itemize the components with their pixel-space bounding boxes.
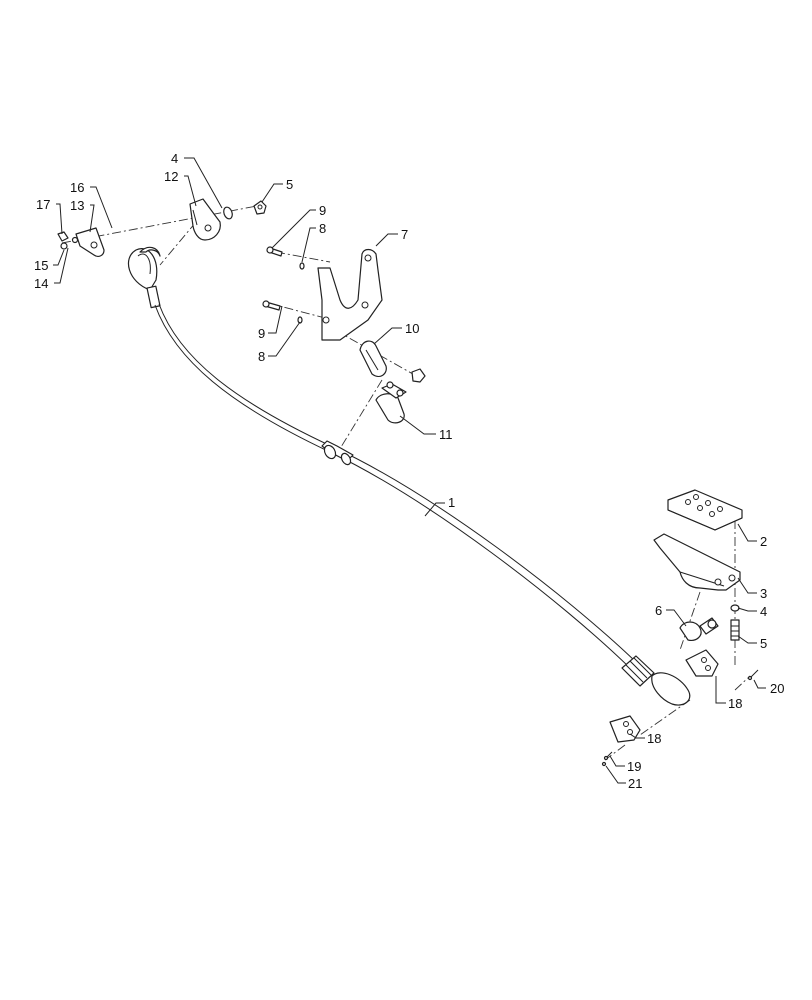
callout-5-upper: 5 [286,177,293,192]
part-6-swivel [679,617,719,641]
part-20-pin [747,669,759,681]
callout-18-upper: 18 [728,696,742,711]
part-17-nut [57,231,69,242]
part-21-pin [601,761,607,767]
part-2-plate [667,489,743,531]
callout-4-upper: 4 [171,151,178,166]
callout-10: 10 [405,321,419,336]
callout-21: 21 [628,776,642,791]
callout-14: 14 [34,276,48,291]
part-18-plate-upper [685,649,719,677]
callout-20: 20 [770,681,784,696]
part-10-link [359,340,387,378]
callout-8-lower: 8 [258,349,265,364]
cable-threaded-end [621,655,691,706]
part-11-shackle [375,381,407,424]
part-3-bracket [653,533,741,591]
part-9-bolt-lower [262,300,281,311]
callout-16: 16 [70,180,84,195]
part-12-bracket [189,198,221,241]
callout-5-lower: 5 [760,636,767,651]
part-8-washer-upper [299,262,305,270]
part-8-washer-lower [297,316,303,324]
callout-9-upper: 9 [319,203,326,218]
assembly-lines [61,204,751,761]
callout-4-lower: 4 [760,604,767,619]
part-16-pin [71,236,79,244]
part-1-cable [127,246,691,706]
part-9-bolt-upper [266,246,283,257]
callout-3: 3 [760,586,767,601]
part-4-washer-lower [730,604,740,612]
leader-lines [53,157,766,784]
callout-7: 7 [401,227,408,242]
callout-18-lower: 18 [647,731,661,746]
part-7-bracket-plate [317,248,383,341]
callout-labels: 1 2 3 4 4 5 5 6 7 8 8 9 9 10 11 12 13 14… [34,151,784,791]
part-5-nut-upper [253,200,267,215]
callout-12: 12 [164,169,178,184]
part-13-bracket [75,227,105,257]
callout-2: 2 [760,534,767,549]
part-5-bolt-lower [730,619,740,641]
callout-8-upper: 8 [319,221,326,236]
callout-6: 6 [655,603,662,618]
callout-19: 19 [627,759,641,774]
callout-9-lower: 9 [258,326,265,341]
callout-11: 11 [439,427,453,442]
part-15-pin [60,242,68,250]
callout-1: 1 [448,495,455,510]
callout-13: 13 [70,198,84,213]
part-19-pin [603,751,613,761]
callout-15: 15 [34,258,48,273]
link-nut [411,368,426,383]
part-4-washer-upper [223,206,233,220]
callout-17: 17 [36,197,50,212]
